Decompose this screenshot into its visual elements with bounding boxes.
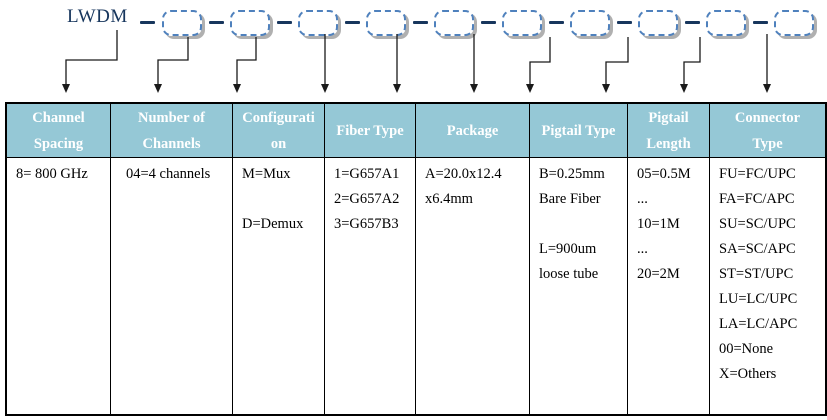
legend-line: x6.4mm — [425, 191, 473, 207]
legend-line: 10=1M — [637, 216, 680, 232]
code-dash — [277, 21, 292, 24]
column-fiber-type: Fiber Type 1=G657A1 2=G657A2 3=G657B3 — [325, 104, 416, 414]
column-number-of-channels: Number of Channels 04=4 channels — [111, 104, 233, 414]
legend-line: 04=4 channels — [126, 166, 211, 182]
code-dash — [481, 21, 496, 24]
legend-line: loose tube — [539, 266, 599, 282]
legend-line — [539, 212, 624, 237]
legend-line: 00=None — [719, 341, 774, 357]
code-placeholder-box-5 — [434, 10, 474, 36]
code-dash — [685, 21, 700, 24]
flow-arrow — [605, 37, 629, 84]
legend-line: A=20.0x12.4 — [425, 166, 502, 182]
ordering-legend-table: Channel Spacing 8= 800 GHz Number of Cha… — [5, 102, 827, 416]
code-dash — [209, 21, 224, 24]
legend-line: M=Mux — [242, 166, 291, 182]
legend-line: 20=2M — [637, 266, 680, 282]
column-header: Configurati on — [233, 104, 324, 158]
legend-line: L=900um — [539, 241, 597, 257]
column-header: Pigtail Type — [530, 104, 627, 158]
flow-arrow — [683, 37, 701, 84]
code-placeholder-box-1 — [162, 10, 202, 36]
code-placeholder-box-3 — [298, 10, 338, 36]
column-channel-spacing: Channel Spacing 8= 800 GHz — [7, 104, 111, 414]
header-line: Configurati — [242, 109, 315, 126]
column-header: Number of Channels — [111, 104, 232, 158]
code-dash — [617, 21, 632, 24]
legend-line: SA=SC/APC — [719, 241, 796, 257]
header-line: on — [270, 135, 287, 152]
arrows-layer — [62, 30, 771, 93]
header-line: Pigtail — [648, 109, 689, 126]
code-dash — [345, 21, 360, 24]
code-placeholder-box-6 — [502, 10, 542, 36]
column-body: M=Mux D=Demux — [233, 158, 324, 414]
column-body: B=0.25mm Bare Fiber L=900um loose tube — [530, 158, 627, 414]
column-header: Fiber Type — [325, 104, 415, 158]
code-dash — [140, 21, 155, 24]
column-pigtail-length: Pigtail Length 05=0.5M ... 10=1M ... 20=… — [628, 104, 710, 414]
column-body: 04=4 channels — [111, 158, 232, 414]
arrowheads — [62, 84, 771, 93]
legend-line: LA=LC/APC — [719, 316, 798, 332]
code-placeholder-box-8 — [638, 10, 678, 36]
product-prefix-label: LWDM — [67, 6, 128, 27]
header-line: Channels — [142, 135, 201, 152]
column-package: Package A=20.0x12.4 x6.4mm — [416, 104, 530, 414]
header-line: Channel — [32, 109, 85, 126]
flow-arrow — [529, 37, 551, 84]
legend-line: 8= 800 GHz — [16, 166, 88, 182]
legend-line: 2=G657A2 — [334, 191, 400, 207]
legend-line: Bare Fiber — [539, 191, 601, 207]
legend-line: 3=G657B3 — [334, 216, 399, 232]
code-placeholder-box-9 — [706, 10, 746, 36]
code-dash — [549, 21, 564, 24]
legend-line: B=0.25mm — [539, 166, 605, 182]
column-header: Channel Spacing — [7, 104, 110, 158]
column-configuration: Configurati on M=Mux D=Demux — [233, 104, 325, 414]
code-placeholder-box-7 — [570, 10, 610, 36]
column-header: Connector Type — [710, 104, 825, 158]
legend-line: ST=ST/UPC — [719, 266, 794, 282]
code-dash — [413, 21, 428, 24]
legend-line: ... — [637, 191, 648, 207]
column-body: A=20.0x12.4 x6.4mm — [416, 158, 529, 414]
legend-line: LU=LC/UPC — [719, 291, 798, 307]
code-placeholder-box-4 — [366, 10, 406, 36]
column-header: Pigtail Length — [628, 104, 709, 158]
legend-line: ... — [637, 241, 648, 257]
header-line: Connector — [734, 109, 801, 126]
header-line: Pigtail Type — [541, 122, 616, 139]
column-pigtail-type: Pigtail Type B=0.25mm Bare Fiber L=900um… — [530, 104, 628, 414]
header-line: Length — [646, 135, 691, 152]
code-placeholder-box-10 — [774, 10, 814, 36]
legend-line — [242, 187, 321, 212]
code-placeholder-box-2 — [230, 10, 270, 36]
legend-line: FA=FC/APC — [719, 191, 795, 207]
column-body: FU=FC/UPC FA=FC/APC SU=SC/UPC SA=SC/APC … — [710, 158, 825, 414]
column-connector-type: Connector Type FU=FC/UPC FA=FC/APC SU=SC… — [710, 104, 825, 414]
legend-line: SU=SC/UPC — [719, 216, 796, 232]
header-line: Spacing — [33, 135, 84, 152]
legend-line: X=Others — [719, 366, 777, 382]
flow-arrow — [236, 37, 257, 84]
legend-line: FU=FC/UPC — [719, 166, 796, 182]
legend-line: 05=0.5M — [637, 166, 691, 182]
part-number-diagram: LWDM — [0, 0, 827, 102]
legend-line: 1=G657A1 — [334, 166, 400, 182]
column-body: 8= 800 GHz — [7, 158, 110, 414]
code-dash — [753, 21, 768, 24]
header-line: Package — [446, 122, 499, 139]
legend-line: D=Demux — [242, 216, 304, 232]
column-body: 05=0.5M ... 10=1M ... 20=2M — [628, 158, 709, 414]
column-header: Package — [416, 104, 529, 158]
header-line: Fiber Type — [336, 122, 404, 139]
header-line: Type — [752, 135, 783, 152]
flow-arrow — [157, 37, 189, 84]
header-line: Number of — [138, 109, 205, 126]
flow-arrow — [65, 30, 118, 84]
column-body: 1=G657A1 2=G657A2 3=G657B3 — [325, 158, 415, 414]
